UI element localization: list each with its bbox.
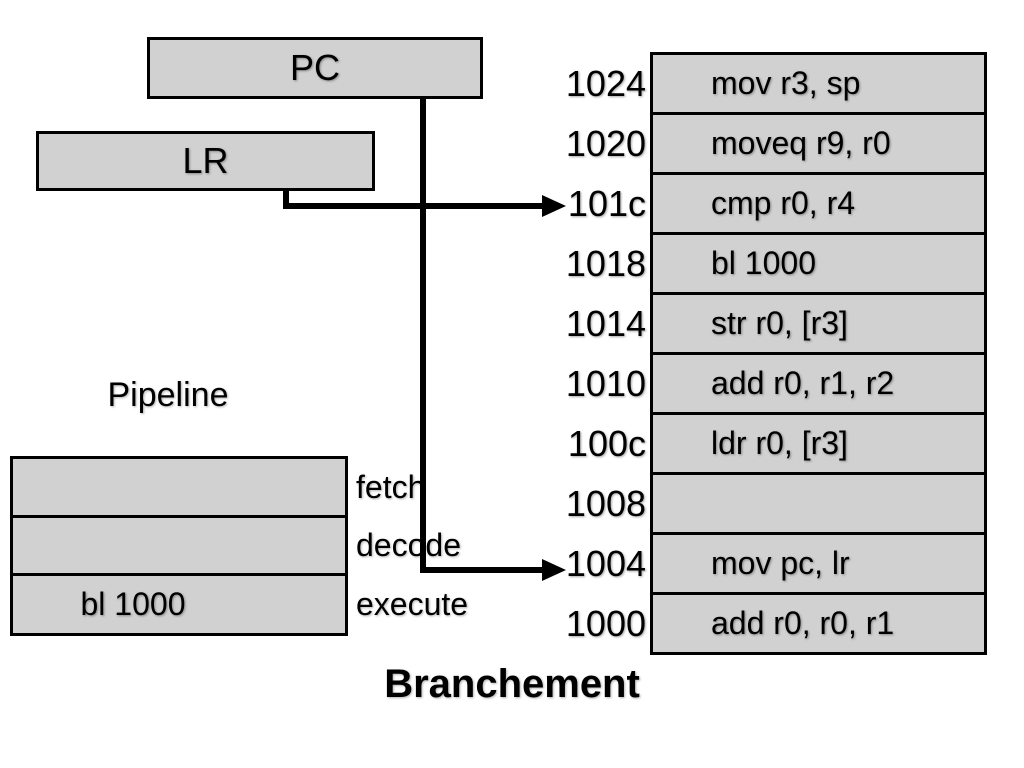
memory-row: 100c ldr r0, [r3] <box>540 412 987 475</box>
memory-address: 1004 <box>565 542 646 584</box>
memory-instruction: ldr r0, [r3] <box>650 412 987 475</box>
memory-row: 1010 add r0, r1, r2 <box>540 352 987 415</box>
stage-label-fetch: fetch <box>356 468 426 505</box>
memory-row: 1014 str r0, [r3] <box>540 292 987 355</box>
lr-register-label: LR <box>182 140 229 181</box>
memory-instruction: add r0, r1, r2 <box>650 352 987 415</box>
memory-row: 1024 mov r3, sp <box>540 52 987 115</box>
slide-title: Branchement <box>384 662 640 706</box>
pc-branch-line-horizontal <box>420 567 542 573</box>
memory-instruction: mov pc, lr <box>650 532 987 595</box>
pc-arrowhead-icon <box>542 559 566 581</box>
memory-row: 101c cmp r0, r4 <box>540 172 987 235</box>
memory-instruction: moveq r9, r0 <box>650 112 987 175</box>
memory-address: 1000 <box>565 602 646 644</box>
memory-address: 1010 <box>565 362 646 404</box>
memory-row: 1008 <box>540 472 987 535</box>
memory-address: 100c <box>567 422 646 464</box>
pipeline-stage-fetch-box <box>10 456 348 518</box>
lr-connector-horizontal <box>283 203 542 209</box>
lr-arrowhead-icon <box>542 195 566 217</box>
pipeline-execute-content: bl 1000 <box>80 586 186 622</box>
pipeline-stage-decode-box <box>10 515 348 576</box>
pc-branch-line-vertical <box>420 99 426 573</box>
memory-instruction: str r0, [r3] <box>650 292 987 355</box>
memory-address: 1018 <box>565 242 646 284</box>
memory-instruction: add r0, r0, r1 <box>650 592 987 655</box>
memory-instruction <box>650 472 987 535</box>
lr-connector-vertical <box>283 191 289 209</box>
memory-row: 1020 moveq r9, r0 <box>540 112 987 175</box>
memory-row: 1004 mov pc, lr <box>540 532 987 595</box>
stage-label-execute: execute <box>356 586 469 622</box>
pipeline-stage-execute-box: bl 1000 <box>10 573 348 636</box>
memory-instruction: bl 1000 <box>650 232 987 295</box>
pc-register-label: PC <box>289 47 340 88</box>
pc-register-box: PC <box>147 37 483 99</box>
memory-instruction: cmp r0, r4 <box>650 172 987 235</box>
memory-address: 1024 <box>565 62 646 104</box>
memory-row: 1000 add r0, r0, r1 <box>540 592 987 655</box>
stage-label-decode: decode <box>356 527 461 563</box>
lr-register-box: LR <box>36 131 375 191</box>
memory-address: 1020 <box>565 122 646 164</box>
memory-row: 1018 bl 1000 <box>540 232 987 295</box>
memory-address: 101c <box>567 182 646 224</box>
pipeline-title: Pipeline <box>107 376 229 414</box>
memory-address: 1008 <box>565 482 646 524</box>
memory-address: 1014 <box>565 302 646 344</box>
memory-instruction: mov r3, sp <box>650 52 987 115</box>
